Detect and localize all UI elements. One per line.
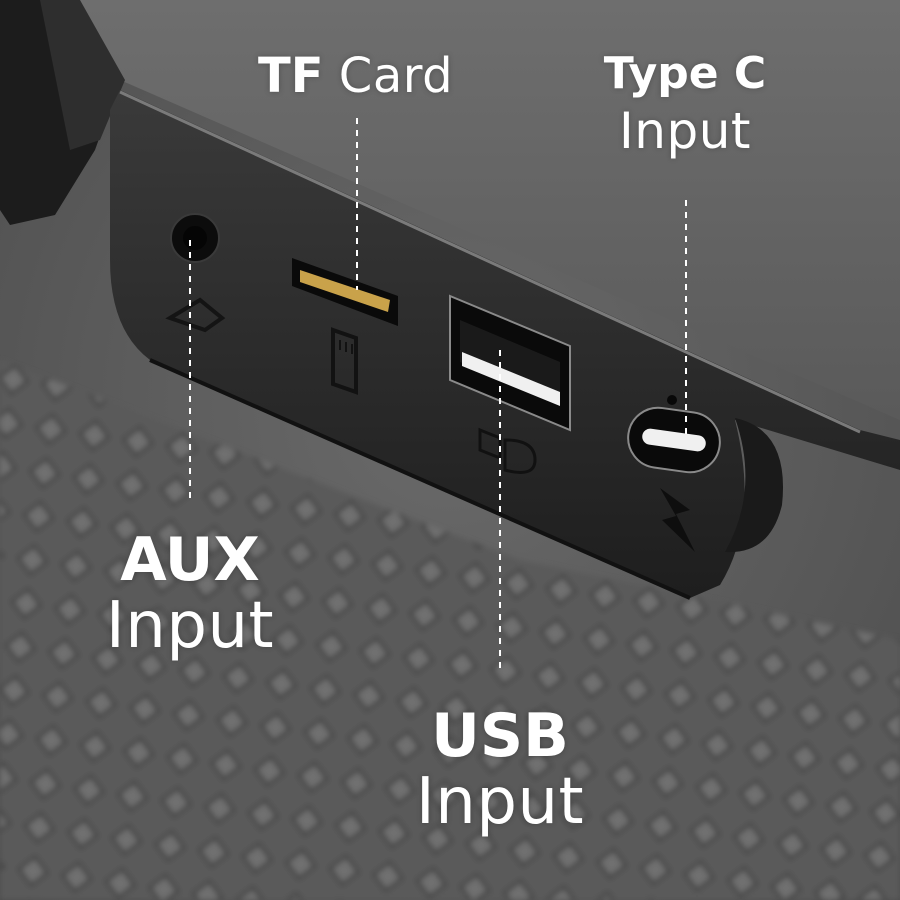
usb-label-line1: USB <box>431 701 569 771</box>
speaker-strap <box>0 0 125 225</box>
speaker-grill <box>0 360 900 900</box>
usb-port-icon <box>449 294 571 474</box>
tf-card-label: TF Card <box>258 52 453 100</box>
lightning-charge-icon <box>660 488 695 552</box>
type-c-port-icon <box>627 395 721 474</box>
aux-label: AUX Input <box>90 530 290 658</box>
usb-label: USB Input <box>395 706 605 834</box>
type-c-label-line1: Type C <box>603 48 767 99</box>
aux-label-line1: AUX <box>120 525 260 595</box>
type-c-label-line2: Input <box>619 102 751 160</box>
usb-label-line2: Input <box>415 765 585 839</box>
tf-card-slot <box>292 258 398 326</box>
aux-label-line2: Input <box>105 589 275 663</box>
tf-card-label-bold: TF <box>258 48 324 104</box>
type-c-label: Type C Input <box>590 48 780 160</box>
tf-card-label-light: Card <box>338 48 454 104</box>
tf-card-icon <box>331 327 358 395</box>
guide-lines <box>189 118 687 668</box>
